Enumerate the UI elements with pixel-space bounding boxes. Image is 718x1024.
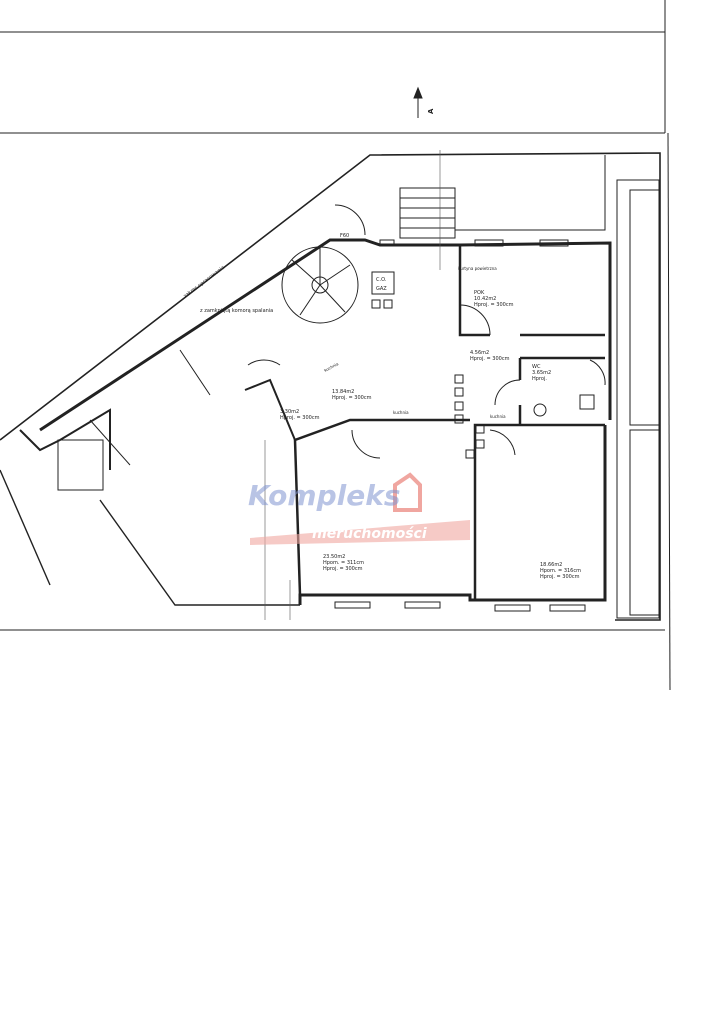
gaz-label: GAZ <box>376 286 387 292</box>
exterior-wall-bottom <box>298 425 607 605</box>
pok-door-swing <box>459 304 491 336</box>
kurtyna-label: kurtyna powietrzna <box>458 266 497 271</box>
hall-area: 4.56m2 <box>470 350 489 356</box>
corridor-area: 13.84m2 <box>332 389 354 395</box>
left-wing-stair <box>57 439 104 491</box>
window <box>334 601 371 609</box>
window <box>404 601 441 609</box>
right-strip-upper <box>629 189 661 426</box>
room-right-h1: Hpom. = 316cm <box>540 568 581 574</box>
co-label: C.O. <box>376 277 387 283</box>
window <box>379 239 395 247</box>
kuchnia-label: kuchnia <box>490 414 506 419</box>
window <box>494 604 531 612</box>
pok-name: POK <box>474 290 485 296</box>
small-room-height: Hproj. = 300cm <box>280 415 320 421</box>
wc-name: WC <box>532 364 541 370</box>
window <box>549 604 586 612</box>
watermark-line1: Kompleks <box>248 479 401 512</box>
building-outline <box>0 152 661 621</box>
room-right-door-swing <box>489 429 516 456</box>
right-strip-lower <box>629 429 661 616</box>
interior-wall-a <box>293 418 470 596</box>
room-left-h2: Hproj. = 300cm <box>323 566 363 572</box>
outline-left <box>0 469 51 586</box>
watermark-swoosh <box>250 520 470 545</box>
section-arrow-icon <box>413 86 423 99</box>
small-room-wall <box>244 378 296 441</box>
courtyard-edge <box>455 155 606 231</box>
room-right-area: 18.66m2 <box>540 562 562 568</box>
outline-bottom-left <box>99 499 300 606</box>
room-left-area: 23.50m2 <box>323 554 345 560</box>
zakres-label: zakres opracowania <box>183 265 226 300</box>
komora-label: z zamkniętą komorą spalania <box>200 308 273 314</box>
watermark-house-icon <box>393 472 422 512</box>
wc-area: 3.65m2 <box>532 370 551 376</box>
wc-height: Hproj. <box>532 376 547 382</box>
wc-door-swing <box>494 379 521 406</box>
boiler-box <box>371 271 395 295</box>
pok-wall <box>458 245 490 337</box>
kuchnia-label: kuchnia <box>323 361 340 373</box>
section-label: A <box>427 108 435 114</box>
toilet-icon <box>579 394 595 410</box>
pok-height: Hproj. = 300cm <box>474 302 514 308</box>
corridor-door-swing <box>351 429 381 459</box>
right-strip <box>616 179 660 619</box>
window <box>539 239 569 247</box>
right-margin <box>667 132 671 691</box>
pok-area: 10.42m2 <box>474 296 496 302</box>
window <box>474 239 504 247</box>
fire-door-swing <box>334 204 366 236</box>
fire-door-label: F60 <box>340 233 349 239</box>
hall-height: Hproj. = 300cm <box>470 356 510 362</box>
kuchnia-label: kuchnia <box>393 410 409 415</box>
room-left-h1: Hpom. = 311cm <box>323 560 364 566</box>
watermark-line2: nieruchomości <box>312 526 427 542</box>
entry-stair <box>399 187 456 239</box>
room-right-h2: Hproj. = 300cm <box>540 574 580 580</box>
corridor-height: Hproj. = 300cm <box>332 395 372 401</box>
sink-icon <box>533 403 547 417</box>
small-room-area: 3.30m2 <box>280 409 299 415</box>
interior-wall-b <box>473 423 605 600</box>
